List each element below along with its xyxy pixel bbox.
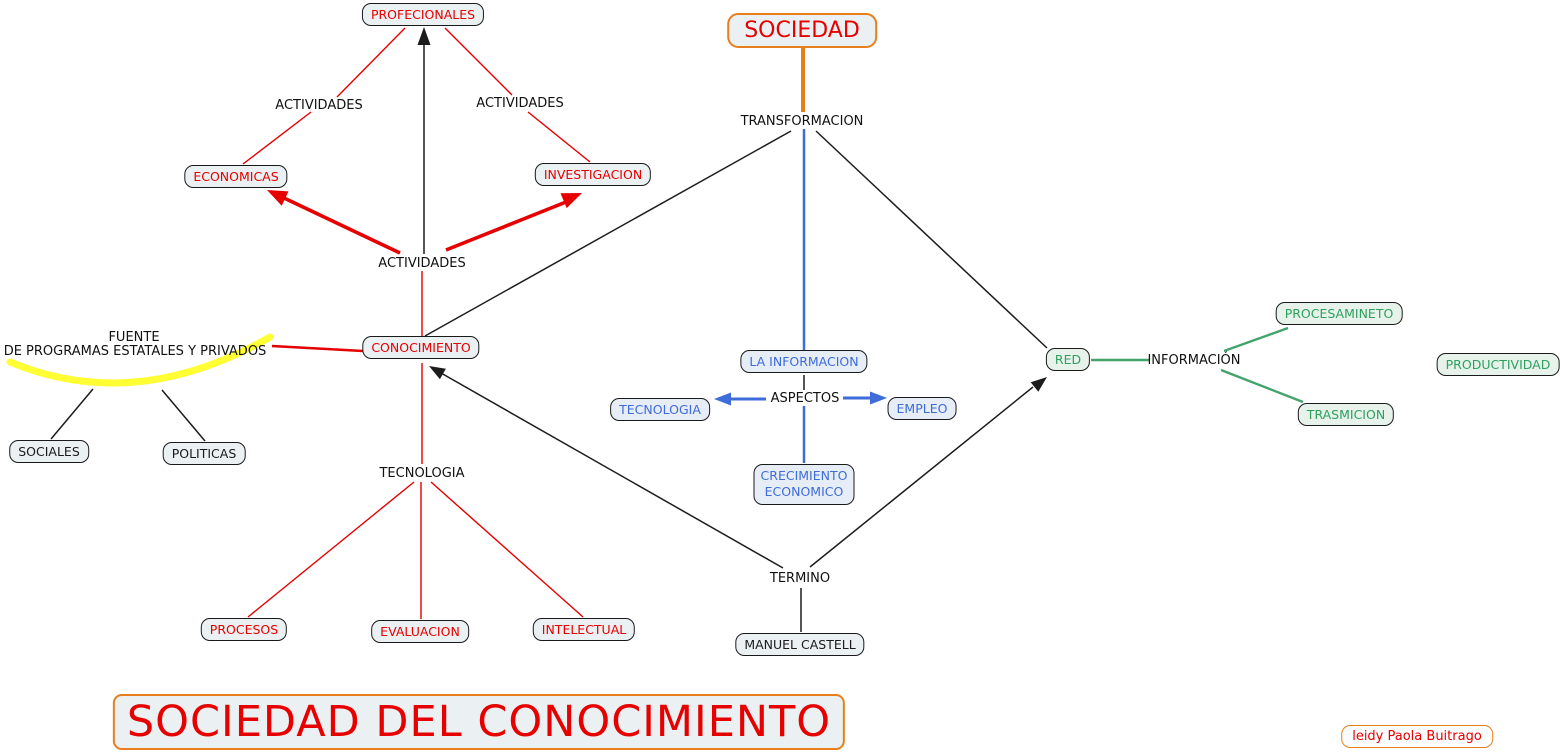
- link-label-tecnologia[interactable]: TECNOLOGIA: [379, 466, 465, 481]
- arrowhead-economicas: [267, 190, 289, 206]
- node-procesamineto[interactable]: PROCESAMINETO: [1275, 302, 1403, 325]
- line-termino-red: [809, 386, 1034, 568]
- line-profecionales-actividades-left: [336, 27, 406, 98]
- line-informacion-trasmicion: [1220, 368, 1304, 404]
- line-actividadesleft-economicas: [242, 111, 312, 165]
- line-actividadesmid-economicas: [283, 196, 401, 255]
- node-profecionales[interactable]: PROFECIONALES: [361, 3, 485, 26]
- arrowhead-conocimiento: [429, 366, 446, 380]
- node-sociedad[interactable]: SOCIEDAD: [727, 13, 877, 48]
- link-label-termino[interactable]: TERMINO: [769, 571, 831, 586]
- link-label-actividades-right[interactable]: ACTIVIDADES: [476, 96, 564, 111]
- line-tecnologia-intelectual: [430, 481, 584, 618]
- line-fuente-sociales: [50, 388, 94, 440]
- node-evaluacion[interactable]: EVALUACION: [371, 620, 469, 643]
- link-label-fuente-line1[interactable]: FUENTE: [108, 330, 160, 345]
- node-crecimiento-economico[interactable]: CRECIMIENTO ECONOMICO: [753, 464, 855, 505]
- line-transformacion-red: [815, 130, 1048, 349]
- node-manuel-castell[interactable]: MANUEL CASTELL: [735, 633, 865, 656]
- line-fuente-politicas: [161, 389, 206, 442]
- arrowhead-profecionales: [417, 27, 431, 45]
- link-label-actividades-mid[interactable]: ACTIVIDADES: [378, 256, 466, 271]
- node-intelectual[interactable]: INTELECTUAL: [532, 618, 636, 641]
- yellow-arc: [6, 333, 274, 387]
- arrowhead-investigacion: [560, 193, 582, 209]
- line-profecionales-actividades-right: [444, 27, 513, 96]
- link-label-aspectos[interactable]: ASPECTOS: [770, 391, 840, 406]
- author-label[interactable]: leidy Paola Buitrago: [1341, 725, 1493, 748]
- map-title[interactable]: SOCIEDAD DEL CONOCIMIENTO: [112, 694, 846, 750]
- node-empleo[interactable]: EMPLEO: [887, 397, 957, 420]
- line-termino-conocimiento: [440, 372, 784, 569]
- node-procesos[interactable]: PROCESOS: [200, 618, 288, 641]
- arrowhead-empleo: [870, 391, 887, 405]
- node-red[interactable]: RED: [1045, 348, 1091, 371]
- node-investigacion[interactable]: INVESTIGACION: [534, 163, 652, 186]
- link-label-actividades-left[interactable]: ACTIVIDADES: [275, 98, 363, 113]
- node-conocimiento[interactable]: CONOCIMIENTO: [362, 336, 480, 359]
- link-label-informacion[interactable]: INFORMACIÓN: [1147, 353, 1241, 368]
- node-politicas[interactable]: POLITICAS: [162, 442, 246, 465]
- node-trasmicion[interactable]: TRASMICION: [1297, 403, 1395, 426]
- arrowhead-red: [1030, 377, 1047, 392]
- line-informacion-procesamineto: [1223, 326, 1289, 353]
- link-label-transformacion[interactable]: TRANSFORMACION: [740, 114, 864, 129]
- arrowhead-tecnologia: [714, 392, 731, 406]
- line-transformacion-conocimiento: [424, 130, 792, 337]
- node-sociales[interactable]: SOCIALES: [9, 440, 89, 463]
- node-tecnologia[interactable]: TECNOLOGIA: [610, 398, 710, 421]
- line-tecnologia-procesos: [247, 481, 415, 618]
- node-economicas[interactable]: ECONOMICAS: [184, 165, 288, 188]
- line-actividadesmid-investigacion: [445, 200, 567, 252]
- line-fuente-conocimiento: [271, 344, 364, 353]
- node-productividad[interactable]: PRODUCTIVIDAD: [1436, 353, 1560, 376]
- link-label-fuente-line2[interactable]: DE PROGRAMAS ESTATALES Y PRIVADOS: [3, 344, 267, 359]
- node-la-informacion[interactable]: LA INFORMACION: [740, 350, 868, 373]
- line-actividadesright-investigacion: [527, 111, 591, 163]
